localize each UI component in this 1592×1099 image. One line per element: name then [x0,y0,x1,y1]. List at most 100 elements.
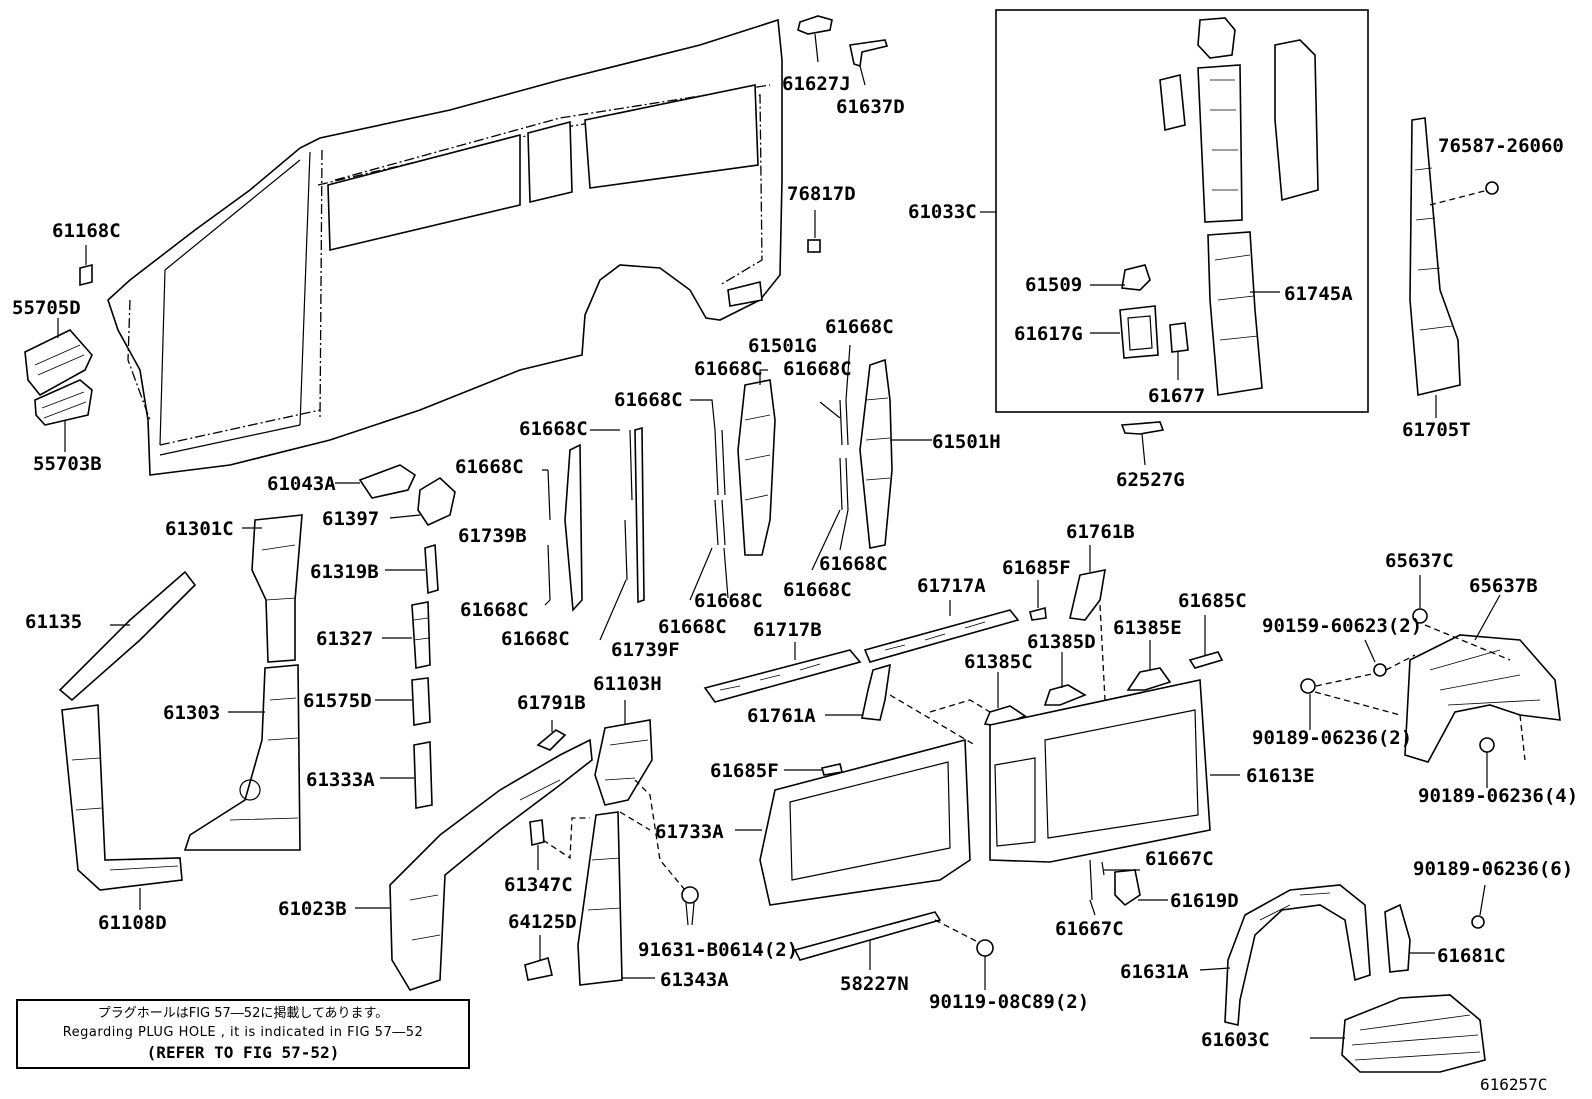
label-61668C: 61668C [658,616,727,638]
part-61761B [1069,545,1106,701]
label-61681C: 61681C [1437,945,1506,967]
label-61043A: 61043A [267,473,336,495]
part-61327 [382,601,431,669]
plug-hole-note-box: プラグホールはFIG 57―52に掲載してあります。 Regarding PLU… [16,999,470,1069]
label-61327: 61327 [316,628,373,650]
label-61668C: 61668C [501,628,570,650]
clip-90189-6 [1471,884,1486,929]
part-61685F-lower [784,763,843,776]
label-61619D: 61619D [1170,890,1239,912]
label-61603C: 61603C [1201,1029,1270,1051]
assembly-box-61033C [980,9,1369,413]
clip-90189-4 [1479,737,1495,788]
label-61631A: 61631A [1120,961,1189,983]
label-61668C: 61668C [819,553,888,575]
part-61685C [1188,615,1224,669]
rail-61717A [863,600,1020,663]
label-61501H: 61501H [932,431,1001,453]
part-61043A [335,464,417,499]
label-61301C: 61301C [165,518,234,540]
label-61667C: 61667C [1145,848,1214,870]
note-english: Regarding PLUG HOLE , it is indicated in… [62,1025,424,1040]
label-61103H: 61103H [593,673,662,695]
liner-61631A [1199,884,1371,1026]
part-61385C [929,672,1027,727]
label-61739F: 61739F [611,639,680,661]
part-62527G [1120,421,1165,466]
label-76817D: 76817D [787,183,856,205]
clip-90189-2 [1300,673,1401,730]
pillar-61103H [594,700,686,891]
label-61745A: 61745A [1284,283,1353,305]
label-61668C: 61668C [455,456,524,478]
label-61733A: 61733A [655,821,724,843]
part-55703B [34,379,93,452]
part-61739F [634,426,645,604]
pillar-61501G [737,369,776,556]
label-61705T: 61705T [1402,419,1471,441]
part-61333A [380,741,433,809]
label-61613E: 61613E [1246,765,1315,787]
pillar-61301C [242,514,303,663]
label-61385C: 61385C [964,651,1033,673]
pillar-61501H [859,358,932,549]
part-61681C [1384,903,1435,973]
part-61385D [1043,652,1087,706]
label-61761A: 61761A [747,705,816,727]
label-61617G: 61617G [1014,323,1083,345]
label-61397: 61397 [322,508,379,530]
label-61023B: 61023B [278,898,347,920]
rail-61717B [703,642,862,703]
weatherstrips-61668C [542,344,851,641]
label-61668C: 61668C [825,316,894,338]
part-55705D [24,318,93,397]
label-61033C: 61033C [908,201,977,223]
pillar-61343A [577,811,655,986]
label-61343A: 61343A [660,969,729,991]
label-65637C: 65637C [1385,550,1454,572]
label-61501G: 61501G [748,335,817,357]
note-japanese: プラグホールはFIG 57―52に掲載してあります。 [97,1006,389,1021]
figure-id: 616257C [1480,1075,1547,1094]
label-61303: 61303 [163,702,220,724]
part-61347C [529,817,590,870]
part-64125D [524,935,553,981]
liner-65637B [1404,594,1561,763]
part-61627J [797,15,833,63]
label-61385E: 61385E [1113,617,1182,639]
part-61397 [389,477,456,527]
label-61668C: 61668C [614,389,683,411]
label-61135: 61135 [25,611,82,633]
part-61705T [1409,117,1499,418]
label-61347C: 61347C [504,874,573,896]
part-61739B [564,443,583,612]
label-61668C: 61668C [783,358,852,380]
pillar-61023B [355,738,593,991]
part-61135 [58,570,197,702]
label-90189-06236-4: 90189-06236(4) [1418,785,1578,807]
part-61637D [849,39,889,86]
label-61668C: 61668C [694,590,763,612]
part-61685F-upper [1029,580,1047,621]
cover-61603C [1310,994,1486,1073]
label-61575D: 61575D [303,690,372,712]
part-61791B [536,720,567,751]
part-76817D [807,210,821,253]
label-61319B: 61319B [310,561,379,583]
label-61685F: 61685F [710,760,779,782]
label-76587-26060: 76587-26060 [1438,135,1564,157]
label-90189-06236-2: 90189-06236(2) [1252,727,1412,749]
label-61637D: 61637D [836,96,905,118]
note-refer: (REFER TO FIG 57-52) [146,1043,340,1062]
label-61717B: 61717B [753,619,822,641]
label-61791B: 61791B [517,692,586,714]
label-61739B: 61739B [458,525,527,547]
part-61575D [375,677,431,726]
label-65637B: 65637B [1469,575,1538,597]
label-61509: 61509 [1025,274,1082,296]
bolt-91631 [681,886,699,926]
pillar-61303 [183,664,301,851]
label-90189-06236-6: 90189-06236(6) [1413,858,1573,880]
label-61168C: 61168C [52,220,121,242]
